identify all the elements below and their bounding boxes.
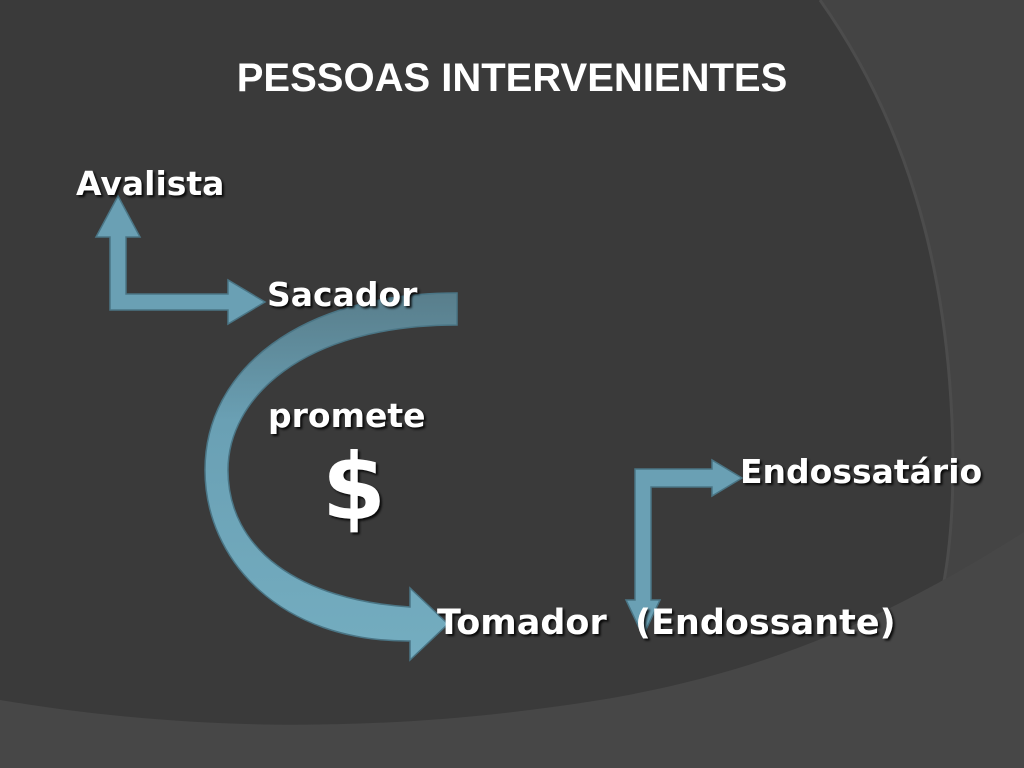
arrow-sacador-to-avalista: [94, 194, 267, 326]
node-tomador: Tomador: [437, 603, 607, 643]
slide-title: PESSOAS INTERVENIENTES: [236, 56, 788, 100]
node-sacador: Sacador: [267, 275, 418, 314]
arrow-endossante-to-endossatario: [624, 458, 744, 638]
background-swoosh-bottom: [0, 532, 1024, 768]
node-endossante: (Endossante): [635, 603, 896, 643]
node-endossatario: Endossatário: [740, 452, 983, 491]
node-avalista: Avalista: [76, 164, 225, 203]
background-swoosh-top: [0, 0, 1024, 660]
label-promete: promete: [268, 396, 426, 435]
dollar-symbol: $: [322, 434, 387, 541]
arrow-sacador-to-tomador: [204, 292, 458, 662]
